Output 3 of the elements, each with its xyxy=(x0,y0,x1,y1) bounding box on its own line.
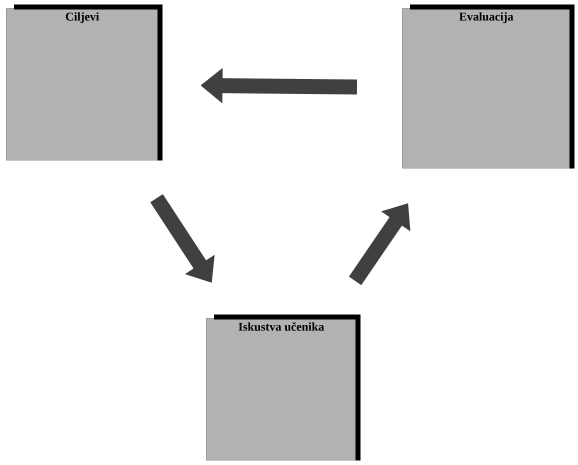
textured-box: Iskustva učenika xyxy=(206,314,360,460)
textured-box: Ciljevi xyxy=(6,4,162,160)
textured-box: Evaluacija xyxy=(402,4,574,168)
